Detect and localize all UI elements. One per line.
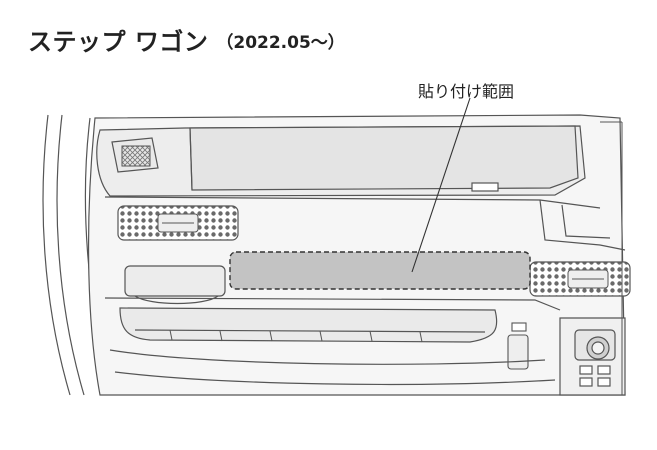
knurled-button-icon xyxy=(111,137,159,173)
vehicle-name: ステップ ワゴン xyxy=(28,28,209,56)
center-stack xyxy=(539,199,626,396)
right-air-vent xyxy=(529,261,631,297)
lower-tray xyxy=(104,297,561,386)
page-title: ステップ ワゴン （2022.05～） xyxy=(28,30,345,54)
application-area xyxy=(229,251,531,290)
left-air-vent xyxy=(117,205,239,241)
small-switch-icon xyxy=(507,322,529,370)
illustration-frame xyxy=(600,121,623,395)
application-area-label: 貼り付け範囲 xyxy=(418,82,515,101)
callout-leader-line xyxy=(411,97,471,273)
model-period: （2022.05～） xyxy=(216,33,345,53)
